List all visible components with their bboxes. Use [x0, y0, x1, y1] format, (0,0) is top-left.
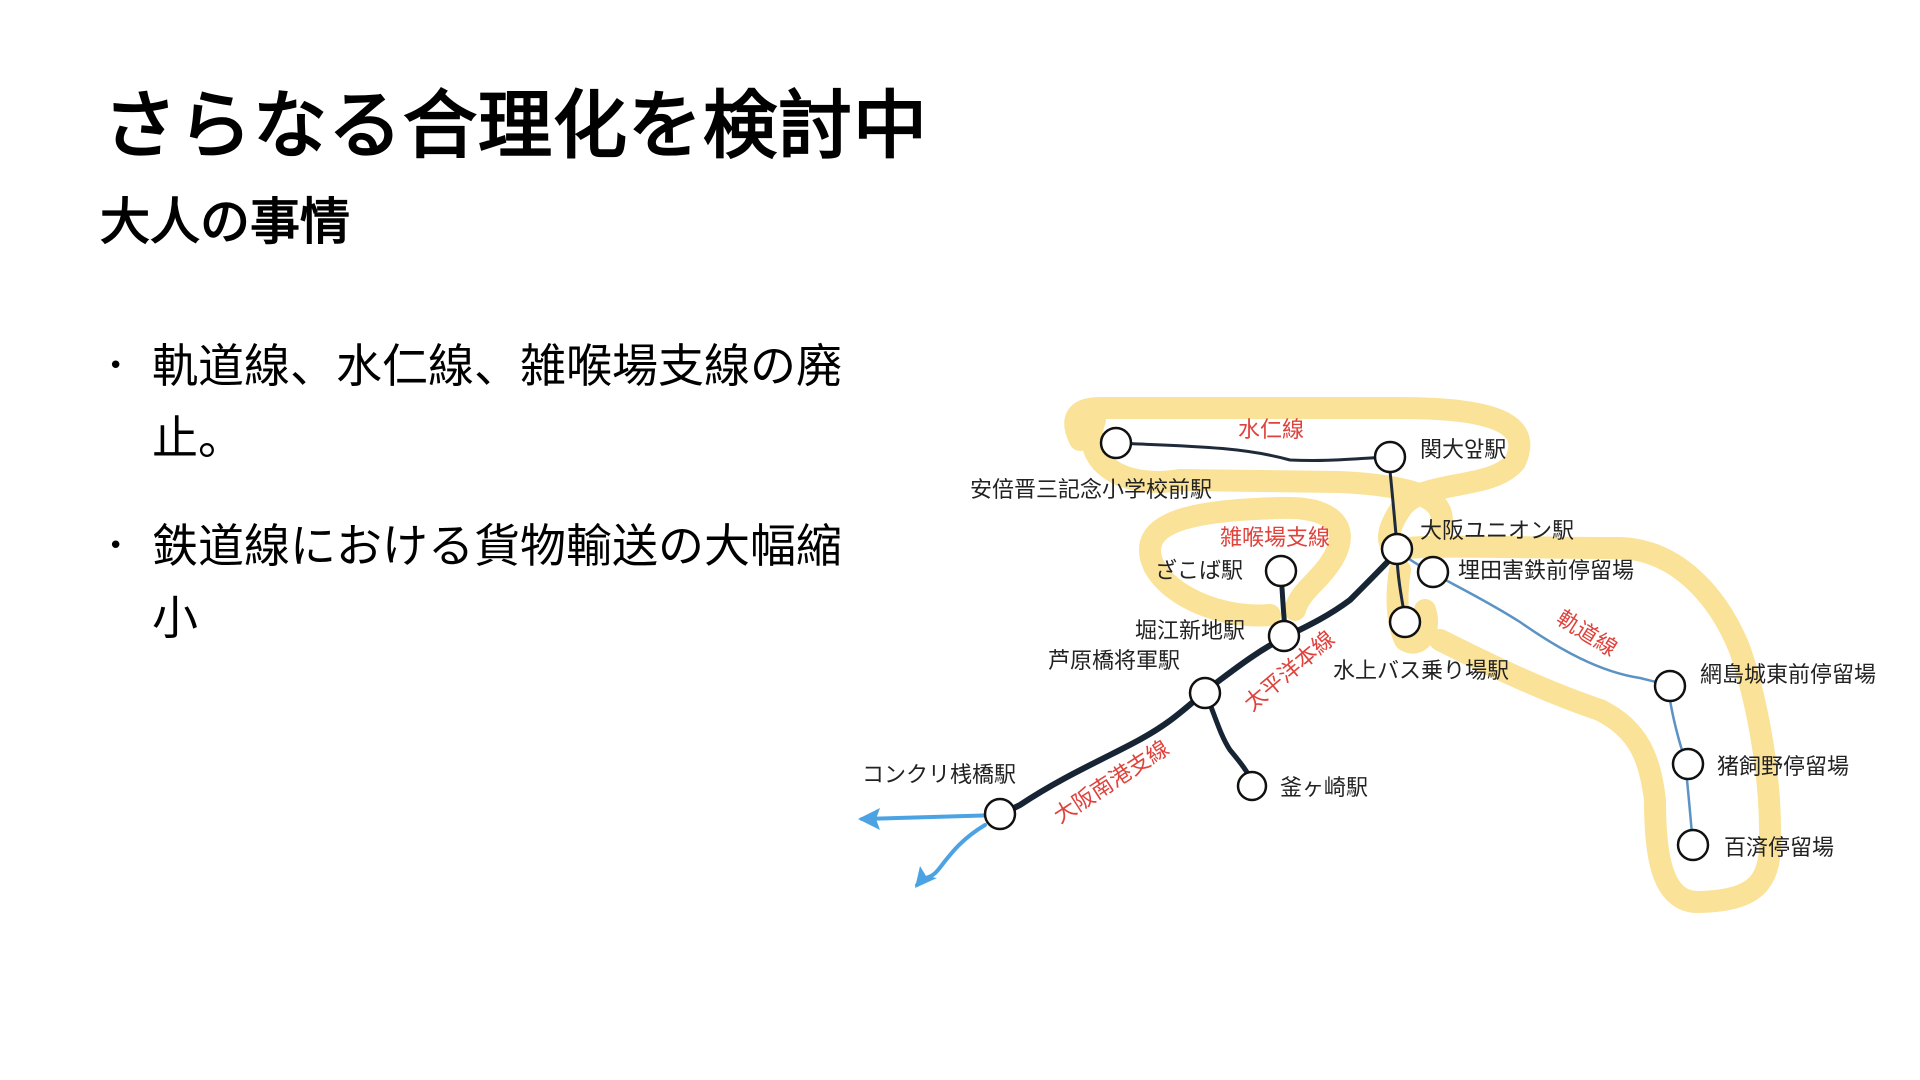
- station-zakoba[interactable]: [1264, 554, 1298, 588]
- station-abe[interactable]: [1099, 426, 1133, 460]
- stations: [983, 426, 1710, 862]
- label-amishima: 網島城東前停留場: [1700, 663, 1876, 688]
- label-kandai: 関大앞駅: [1420, 438, 1506, 463]
- label-union: 大阪ユニオン駅: [1420, 519, 1574, 544]
- station-amishima[interactable]: [1653, 669, 1687, 703]
- arrow-west-icon: [858, 808, 880, 830]
- bullet-marker: •: [108, 351, 124, 381]
- route-external-south: [915, 823, 987, 887]
- label-concrete: コンクリ桟橋駅: [862, 763, 1016, 788]
- label-maeda: 埋田害鉄前停留場: [1458, 559, 1634, 584]
- station-union[interactable]: [1380, 532, 1414, 566]
- station-concrete[interactable]: [983, 797, 1017, 831]
- highlight-tram: [1397, 535, 1782, 913]
- label-kudara: 百済停留場: [1724, 836, 1834, 861]
- highlight-zakoba: [1139, 496, 1351, 627]
- station-maeda[interactable]: [1416, 555, 1450, 589]
- bullet-marker: •: [108, 531, 124, 561]
- label-ashihara: 芦原橋将軍駅: [1048, 649, 1180, 674]
- station-kamagasaki[interactable]: [1236, 770, 1268, 802]
- bullet-item: • 鉄道線における貨物輸送の大幅縮小: [108, 510, 868, 654]
- station-suijo[interactable]: [1388, 605, 1422, 639]
- label-tram-line: 軌道線: [1552, 606, 1621, 662]
- label-abe: 安倍晋三記念小学校前駅: [970, 478, 1212, 503]
- label-zakoba: ざこば駅: [1155, 558, 1243, 584]
- label-kamagasaki: 釜ヶ崎駅: [1280, 776, 1368, 801]
- bullet-item: • 軌道線、水仁線、雑喉場支線の廃止。: [108, 330, 868, 474]
- slide-subtitle: 大人の事情: [100, 193, 350, 251]
- arrow-south-icon: [915, 866, 937, 888]
- bullet-text: 鉄道線における貨物輸送の大幅縮小: [152, 519, 842, 645]
- external-arrows: [858, 808, 937, 888]
- route-external-west: [860, 813, 1002, 821]
- label-suijin-line: 水仁線: [1238, 418, 1304, 443]
- label-nanko-line: 大阪南港支線: [1050, 736, 1174, 829]
- highlight-marks: [1064, 397, 1782, 913]
- bullet-list: • 軌道線、水仁線、雑喉場支線の廃止。 • 鉄道線における貨物輸送の大幅縮小: [108, 330, 868, 690]
- label-zakoba-branch: 雑喉場支線: [1220, 526, 1330, 551]
- station-labels: 安倍晋三記念小学校前駅 関大앞駅 大阪ユニオン駅 埋田害鉄前停留場 ざこば駅 堀…: [862, 438, 1876, 861]
- station-ikaino[interactable]: [1671, 747, 1705, 781]
- station-kudara[interactable]: [1676, 828, 1710, 862]
- station-horie[interactable]: [1267, 619, 1301, 653]
- highlight-suijo: [1386, 559, 1438, 654]
- label-horie: 堀江新地駅: [1135, 619, 1245, 644]
- label-suijo: 水上バス乗り場駅: [1333, 659, 1509, 684]
- station-kandai[interactable]: [1373, 440, 1407, 474]
- label-ikaino: 猪飼野停留場: [1717, 755, 1849, 780]
- slide-title: さらなる合理化を検討中: [103, 83, 928, 169]
- bullet-text: 軌道線、水仁線、雑喉場支線の廃止。: [152, 339, 842, 465]
- station-ashihara[interactable]: [1188, 676, 1222, 710]
- route-suijin: [1114, 441, 1392, 463]
